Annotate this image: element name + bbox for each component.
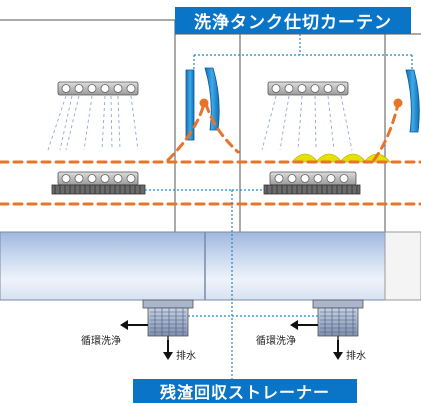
strainer-title: 残渣回収ストレーナー (133, 379, 357, 403)
drain-label-right: 排水 (346, 351, 366, 362)
wash-tank (0, 231, 421, 301)
lower-spray-right (269, 171, 357, 186)
curtain-right (405, 69, 420, 133)
drain-label-left: 排水 (176, 351, 196, 362)
flow-lines (0, 102, 421, 206)
circulation-arrow-left (120, 320, 148, 330)
drain-arrow-right (333, 340, 343, 360)
spray-nozzle-left (47, 81, 139, 151)
drain-tray-right (263, 184, 361, 195)
circulation-label-left: 循環洗浄 (81, 336, 121, 347)
strainer-right (312, 299, 364, 348)
flow-points (199, 98, 403, 108)
curtain-title: 洗浄タンク仕切カーテン (175, 7, 411, 34)
circulation-label-right: 循環洗浄 (256, 336, 296, 347)
curtain-left (185, 67, 220, 141)
spray-nozzle-right (261, 81, 353, 151)
drain-tray-left (51, 184, 146, 195)
circulation-arrow-right (290, 320, 318, 330)
drain-arrow-left (163, 340, 173, 360)
leader-lines (145, 34, 413, 379)
lower-spray-left (57, 171, 139, 186)
